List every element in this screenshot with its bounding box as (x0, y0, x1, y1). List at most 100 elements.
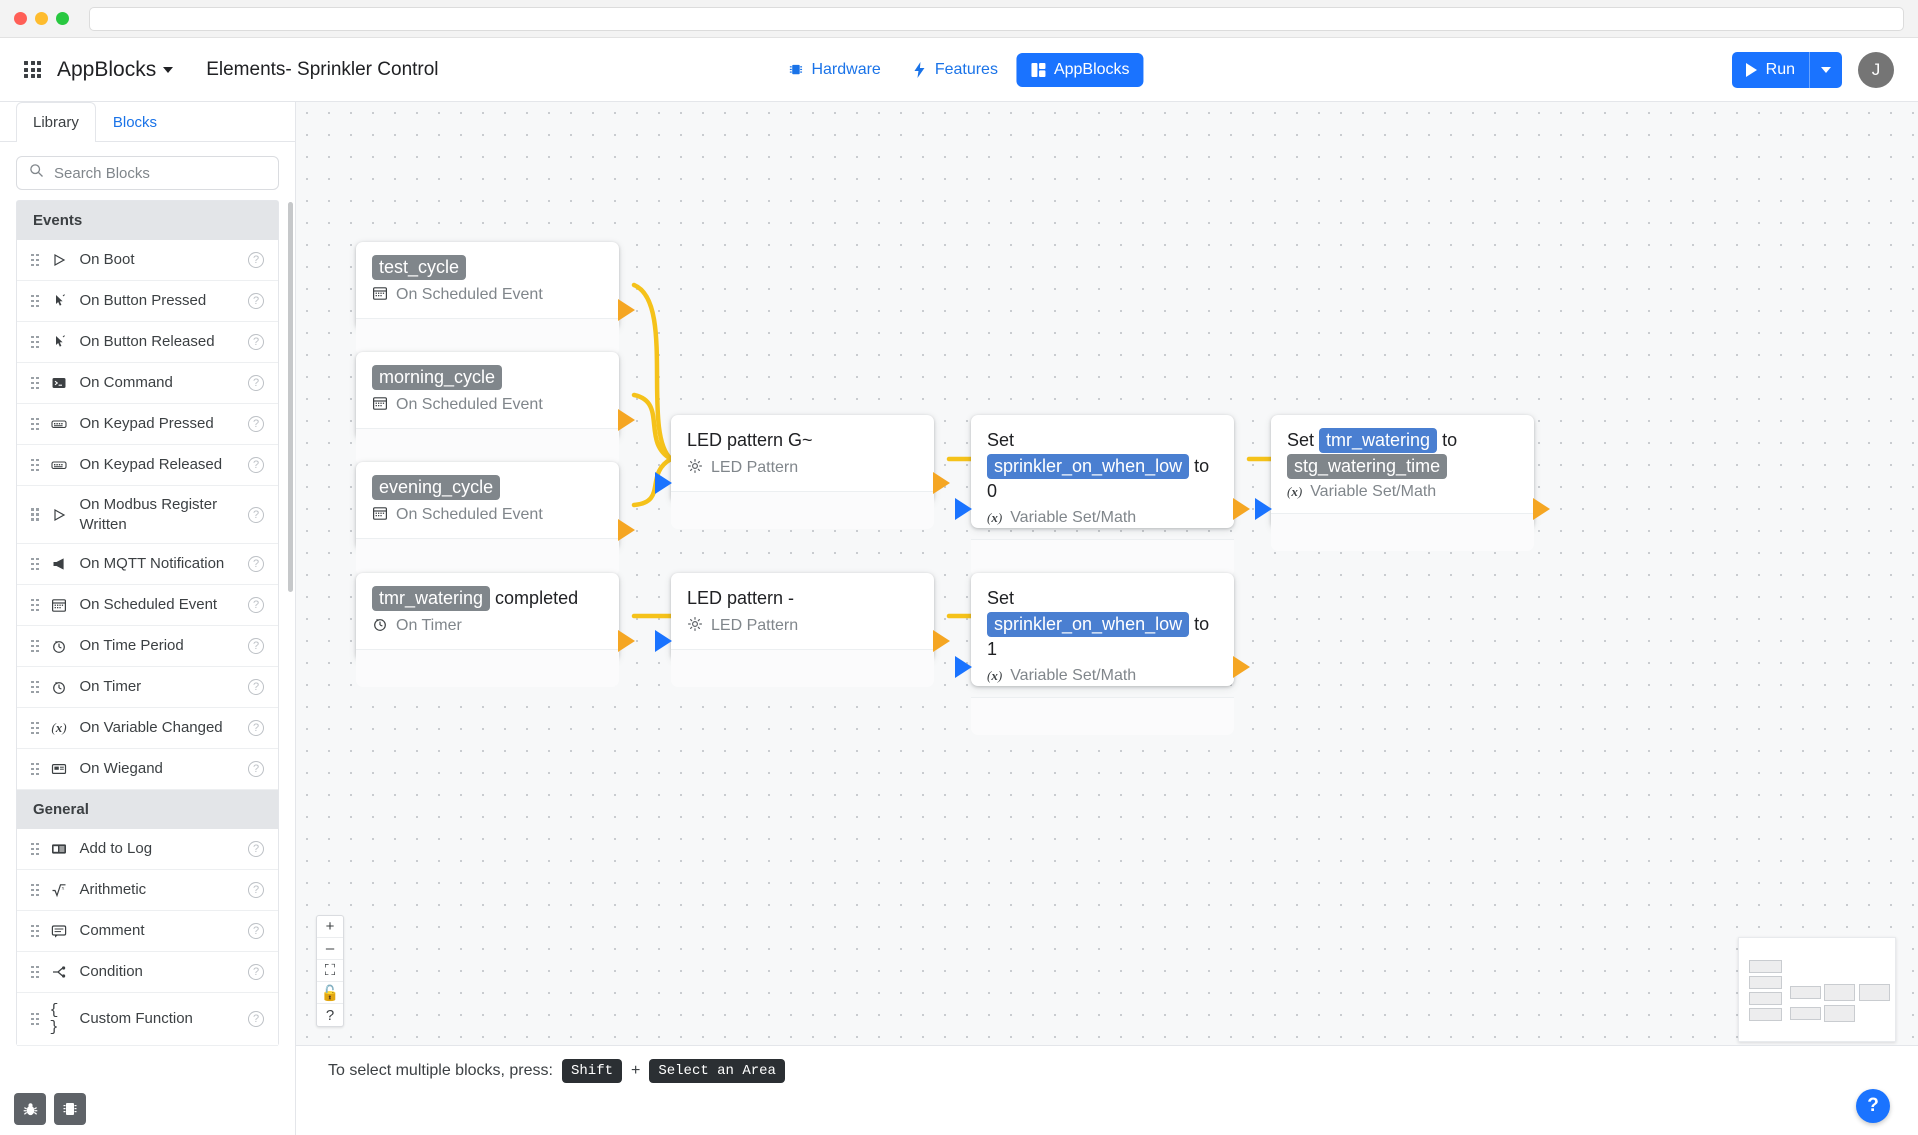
node-input-port[interactable] (955, 498, 972, 520)
node-input-port[interactable] (1255, 498, 1272, 520)
help-icon[interactable]: ? (248, 923, 264, 939)
browser-url-bar[interactable] (89, 6, 1904, 31)
tab-appblocks[interactable]: AppBlocks (1015, 52, 1144, 87)
library-block-on-mqtt-notification[interactable]: On MQTT Notification? (17, 544, 278, 585)
search-input[interactable] (54, 164, 266, 182)
variable-chip[interactable]: sprinkler_on_when_low (987, 611, 1190, 637)
help-icon[interactable]: ? (248, 882, 264, 898)
help-icon[interactable]: ? (248, 679, 264, 695)
variable-chip[interactable]: stg_watering_time (1287, 453, 1448, 479)
help-icon[interactable]: ? (248, 252, 264, 268)
library-block-on-button-released[interactable]: On Button Released? (17, 322, 278, 363)
drag-handle-icon[interactable] (31, 376, 39, 390)
library-block-on-command[interactable]: On Command? (17, 363, 278, 404)
node-output-port[interactable] (1233, 656, 1250, 678)
node-output-port[interactable] (618, 409, 635, 431)
node-output-port[interactable] (1533, 498, 1550, 520)
library-block-on-time-period[interactable]: On Time Period? (17, 626, 278, 667)
drag-handle-icon[interactable] (31, 335, 39, 349)
canvas-node-n5[interactable]: LED pattern G~LED Pattern (655, 415, 950, 529)
help-icon[interactable]: ? (248, 597, 264, 613)
help-icon[interactable]: ? (248, 375, 264, 391)
run-dropdown-button[interactable] (1809, 51, 1842, 88)
library-block-add-to-log[interactable]: Add to Log? (17, 829, 278, 870)
library-block-on-boot[interactable]: On Boot? (17, 240, 278, 281)
variable-chip[interactable]: morning_cycle (372, 365, 503, 391)
drag-handle-icon[interactable] (31, 417, 39, 431)
help-icon[interactable]: ? (248, 841, 264, 857)
drag-handle-icon[interactable] (31, 598, 39, 612)
help-icon[interactable]: ? (248, 556, 264, 572)
device-icon[interactable] (54, 1093, 86, 1125)
sidebar-tab-library[interactable]: Library (16, 102, 96, 142)
help-icon[interactable]: ? (248, 964, 264, 980)
brand-menu[interactable]: AppBlocks (57, 58, 174, 82)
drag-handle-icon[interactable] (31, 1012, 39, 1026)
variable-chip[interactable]: tmr_watering (1319, 428, 1438, 454)
drag-handle-icon[interactable] (31, 294, 39, 308)
help-icon[interactable]: ? (248, 1011, 264, 1027)
help-icon[interactable]: ? (248, 506, 264, 523)
drag-handle-icon[interactable] (31, 639, 39, 653)
sidebar-scrollbar[interactable] (288, 202, 293, 592)
canvas-node-n6[interactable]: LED pattern -LED Pattern (655, 573, 950, 687)
node-input-port[interactable] (655, 630, 672, 652)
library-block-comment[interactable]: Comment? (17, 911, 278, 952)
help-icon[interactable]: ? (248, 638, 264, 654)
drag-handle-icon[interactable] (31, 680, 39, 694)
drag-handle-icon[interactable] (31, 924, 39, 938)
sidebar-tab-blocks[interactable]: Blocks (96, 102, 174, 141)
fit-to-screen-button[interactable]: ⛶ (317, 960, 343, 982)
help-icon[interactable]: ? (248, 334, 264, 350)
grid-apps-icon[interactable] (24, 61, 41, 78)
run-button[interactable]: Run (1731, 51, 1842, 88)
library-block-on-modbus-register-written[interactable]: On Modbus Register Written? (17, 486, 278, 544)
canvas-node-n8[interactable]: Set sprinkler_on_when_low to 1(x)Variabl… (955, 573, 1250, 735)
node-input-port[interactable] (655, 472, 672, 494)
library-block-on-scheduled-event[interactable]: On Scheduled Event? (17, 585, 278, 626)
drag-handle-icon[interactable] (31, 883, 39, 897)
canvas-node-n7[interactable]: Set sprinkler_on_when_low to 0(x)Variabl… (955, 415, 1250, 577)
drag-handle-icon[interactable] (31, 557, 39, 571)
drag-handle-icon[interactable] (31, 721, 39, 735)
avatar[interactable]: J (1858, 51, 1894, 88)
library-block-on-variable-changed[interactable]: (x)On Variable Changed? (17, 708, 278, 749)
canvas-help-button[interactable]: ? (325, 1006, 335, 1024)
close-window-button[interactable] (14, 12, 27, 25)
node-output-port[interactable] (618, 299, 635, 321)
canvas-node-n9[interactable]: Set tmr_watering to stg_watering_time(x)… (1255, 415, 1550, 552)
drag-handle-icon[interactable] (31, 508, 39, 521)
help-fab-button[interactable]: ? (1856, 1089, 1890, 1123)
help-icon[interactable]: ? (248, 720, 264, 736)
tab-hardware[interactable]: Hardware (774, 53, 894, 87)
debug-icon[interactable] (14, 1093, 46, 1125)
zoom-out-button[interactable]: – (317, 938, 343, 960)
help-icon[interactable]: ? (248, 416, 264, 432)
variable-chip[interactable]: evening_cycle (372, 475, 501, 501)
node-input-port[interactable] (955, 656, 972, 678)
library-block-condition[interactable]: Condition? (17, 952, 278, 993)
canvas-minimap[interactable] (1738, 937, 1896, 1042)
library-block-on-keypad-released[interactable]: On Keypad Released? (17, 445, 278, 486)
drag-handle-icon[interactable] (31, 458, 39, 472)
variable-chip[interactable]: sprinkler_on_when_low (987, 453, 1190, 479)
lock-toggle-button[interactable]: 🔓 (317, 982, 343, 1004)
maximize-window-button[interactable] (56, 12, 69, 25)
minimize-window-button[interactable] (35, 12, 48, 25)
node-output-port[interactable] (1233, 498, 1250, 520)
node-output-port[interactable] (618, 630, 635, 652)
drag-handle-icon[interactable] (31, 762, 39, 776)
variable-chip[interactable]: tmr_watering (372, 586, 491, 612)
help-icon[interactable]: ? (248, 457, 264, 473)
variable-chip[interactable]: test_cycle (372, 255, 467, 281)
node-output-port[interactable] (933, 630, 950, 652)
tab-features[interactable]: Features (899, 53, 1012, 87)
node-output-port[interactable] (933, 472, 950, 494)
drag-handle-icon[interactable] (31, 842, 39, 856)
